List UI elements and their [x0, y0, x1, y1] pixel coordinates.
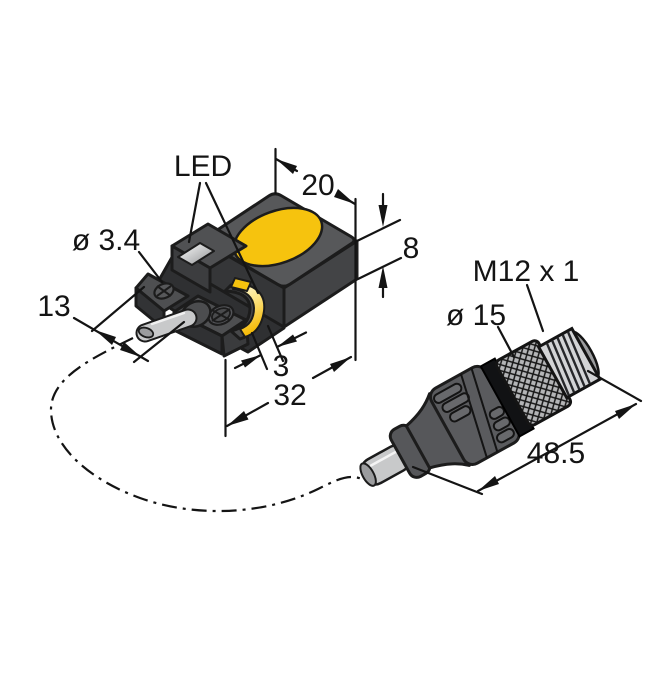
arrowhead: [330, 357, 351, 372]
arrowhead: [241, 355, 261, 368]
arrowhead: [378, 266, 388, 288]
label-connector-diameter: ø 15: [446, 299, 506, 332]
grip-slot: [433, 382, 463, 404]
ext-lines-3: [250, 324, 285, 371]
label-32: 32: [273, 379, 306, 412]
dimension-8: 8: [355, 192, 420, 299]
led-window: [177, 242, 215, 266]
led-crescent: [232, 282, 266, 338]
arrowhead: [478, 476, 499, 491]
dimension-3: 3: [233, 324, 308, 383]
arrowhead: [378, 205, 388, 227]
arrowhead: [277, 334, 297, 347]
connector: [359, 326, 603, 487]
label-3: 3: [273, 350, 290, 383]
ext-lines-48-5: [411, 369, 643, 496]
sensor-body: [134, 192, 359, 358]
thread-ridges: [545, 331, 591, 396]
dimension-20: 20: [274, 147, 357, 362]
label-13: 13: [37, 290, 70, 323]
mounting-hole-left-cross: [156, 285, 172, 297]
hole-leader-line: [137, 250, 164, 284]
label-hole-diameter: ø 3.4: [72, 224, 140, 257]
grip-slot: [496, 427, 515, 444]
ext-lines-8: [355, 218, 403, 281]
arrowhead: [334, 189, 355, 204]
diameter-leader-line: [496, 325, 516, 359]
arrowhead: [120, 342, 141, 357]
sensor-cable-highlight: [150, 311, 186, 326]
dim-line-48-5: [476, 402, 638, 493]
mounting-hole-mid-cross: [211, 308, 231, 322]
arrowhead: [95, 330, 116, 345]
arrowhead: [276, 159, 297, 174]
cable-curve: [49, 337, 365, 513]
connector-cable-highlight: [369, 447, 403, 467]
connector-cable-end: [359, 462, 377, 487]
annotation-connector-diameter: ø 15: [446, 299, 516, 359]
thread-leader-line: [525, 283, 545, 333]
arrowhead: [615, 404, 636, 419]
arrowhead: [227, 411, 249, 426]
dimension-48-5: 48.5: [411, 369, 643, 496]
grip-divider: [460, 367, 499, 459]
annotation-led: LED: [174, 150, 260, 295]
label-led: LED: [174, 150, 232, 183]
label-48-5: 48.5: [527, 437, 585, 470]
ext-lines-13: [90, 285, 186, 364]
dimension-13: 13: [37, 285, 186, 364]
annotation-hole-diameter: ø 3.4: [72, 224, 164, 284]
sensor-cable-end: [137, 326, 155, 339]
label-20: 20: [301, 169, 334, 202]
label-8: 8: [403, 232, 420, 265]
led-leader-lines: [187, 181, 260, 295]
annotation-thread: M12 x 1: [473, 255, 580, 333]
label-thread: M12 x 1: [473, 255, 580, 288]
grip-slot: [449, 405, 472, 423]
led-top-tab: [230, 277, 252, 292]
dimension-32: 32: [224, 355, 353, 438]
ext-lines-20: [274, 147, 357, 362]
